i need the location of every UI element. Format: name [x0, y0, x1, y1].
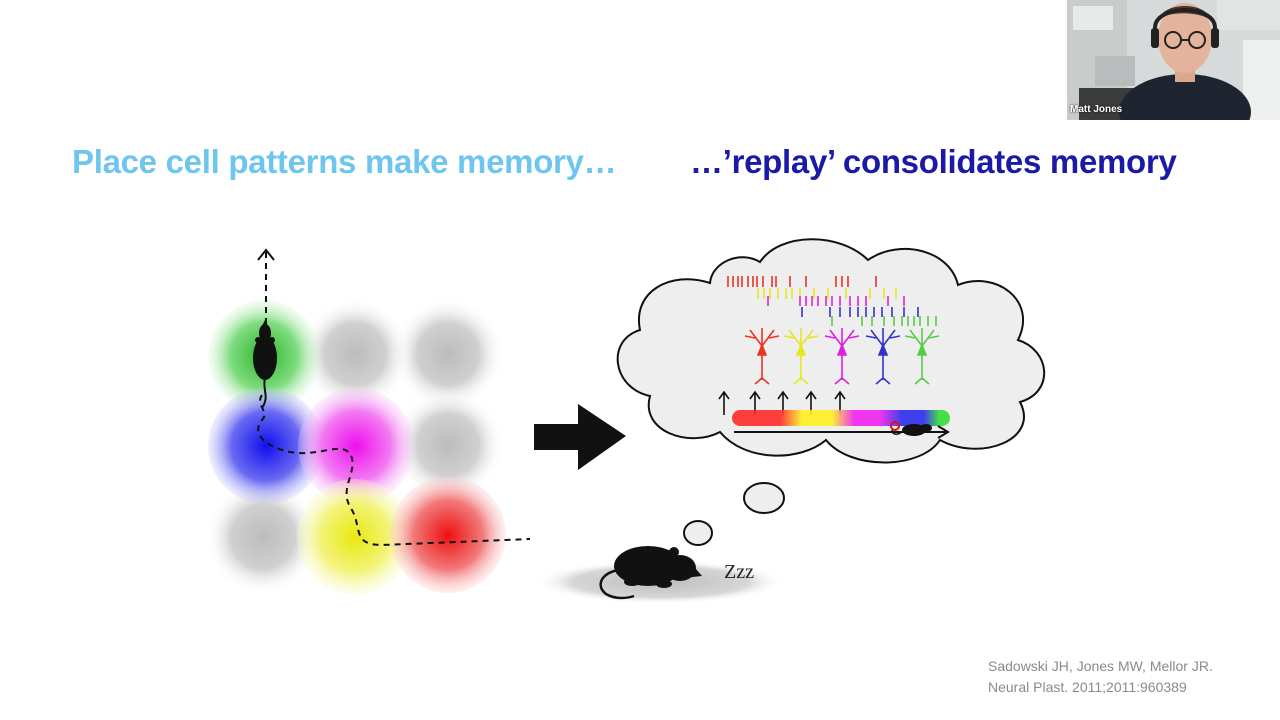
citation: Sadowski JH, Jones MW, Mellor JR. Neural…	[988, 656, 1213, 698]
rat-position-marker	[890, 421, 900, 431]
webcam-video-tile[interactable]	[1067, 0, 1280, 120]
place-field-magenta	[298, 388, 414, 504]
small-rat-icon	[891, 424, 932, 436]
neuron-blue-icon	[865, 328, 901, 385]
arrow-up-icon	[257, 248, 275, 261]
place-field-yellow	[297, 479, 413, 595]
rat-top-view-icon	[253, 320, 277, 409]
place-field-gray	[392, 298, 504, 410]
slide-title-left: Place cell patterns make memory…	[72, 143, 617, 180]
arrow-right-small-icon	[937, 425, 950, 439]
slide-title-right: …’replay’ consolidates memory	[690, 143, 1177, 180]
citation-line-1: Sadowski JH, Jones MW, Mellor JR.	[988, 658, 1213, 674]
rat-trajectory	[257, 248, 531, 547]
place-field-red	[390, 477, 506, 593]
thought-cloud	[616, 238, 1046, 546]
neuron-row	[744, 328, 940, 385]
place-field-grid	[205, 298, 506, 595]
replay-track	[732, 410, 950, 426]
sleeping-rat-icon	[599, 546, 702, 600]
place-field-gray	[205, 479, 321, 595]
neuron-green-icon	[904, 328, 940, 385]
place-field-blue	[208, 388, 324, 504]
citation-line-2: Neural Plast. 2011;2011:960389	[988, 679, 1187, 695]
webcam-feed	[1067, 0, 1280, 120]
spike-raster	[727, 276, 937, 326]
place-field-gray	[299, 298, 411, 410]
neuron-red-icon	[744, 328, 780, 385]
thought-bubble	[683, 520, 713, 546]
neuron-magenta-icon	[824, 328, 860, 385]
neuron-yellow-icon	[783, 328, 819, 385]
place-field-gray	[392, 389, 504, 501]
participant-name: Matt Jones	[1070, 104, 1123, 115]
thought-bubble	[743, 482, 785, 514]
arrow-right-icon	[534, 404, 626, 470]
sleep-label: Zzz	[724, 561, 754, 583]
